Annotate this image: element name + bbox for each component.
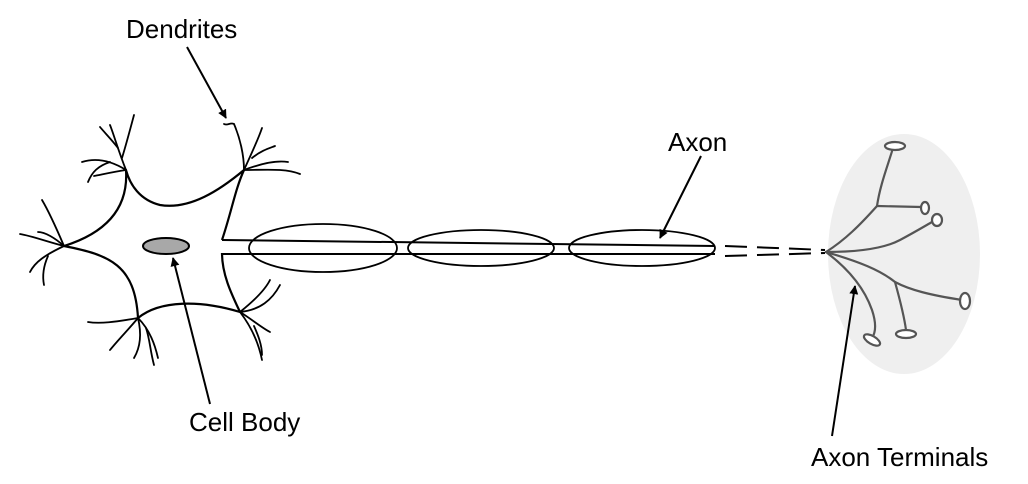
cell-body-label: Cell Body — [189, 407, 301, 437]
axon-terminal-buttons — [862, 140, 972, 347]
axon-terminals-arrow — [831, 285, 859, 437]
axon-terminals-label: Axon Terminals — [811, 442, 989, 472]
terminal-button — [883, 140, 907, 152]
myelin-sheath — [407, 229, 555, 267]
axon-shaft — [221, 239, 826, 257]
myelin-sheath — [248, 223, 398, 273]
terminal-button — [930, 212, 944, 228]
terminal-button — [894, 328, 918, 340]
leader-arrows — [170, 46, 859, 437]
myelin-sheath — [568, 229, 716, 267]
myelin-sheaths — [248, 223, 716, 273]
axon-arrow — [659, 155, 702, 239]
axon-terminal-region — [828, 134, 980, 374]
terminal-button — [919, 200, 931, 216]
dendrites-arrow — [186, 46, 227, 119]
dendrites — [19, 114, 301, 366]
terminal-button — [862, 333, 882, 347]
nucleus — [142, 237, 190, 255]
terminal-button — [958, 291, 972, 311]
dendrites-label: Dendrites — [126, 14, 238, 44]
axon-terminal-branches — [824, 146, 964, 340]
axon-label: Axon — [668, 127, 728, 157]
cell-body-outline — [62, 168, 246, 320]
cell-body-arrow — [170, 257, 211, 405]
